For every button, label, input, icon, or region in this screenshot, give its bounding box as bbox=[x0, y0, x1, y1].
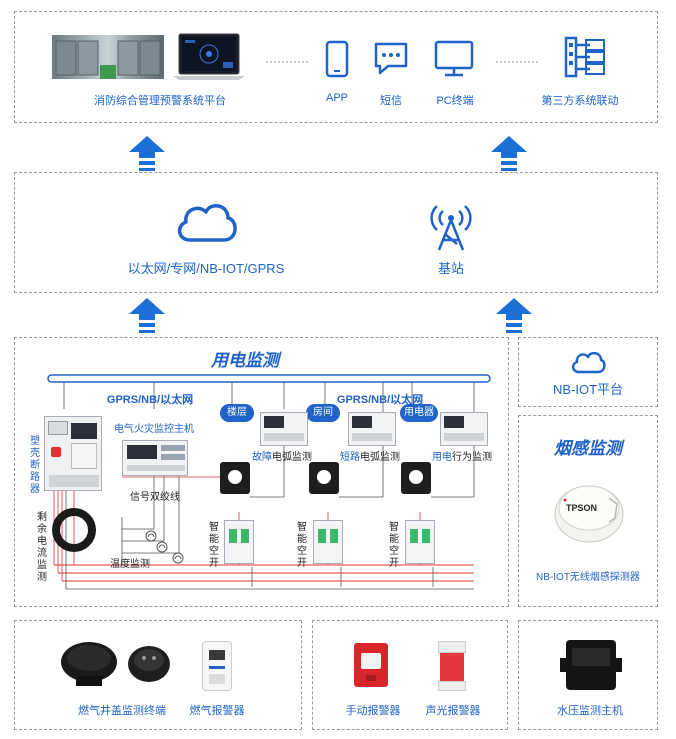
smart-switch bbox=[405, 520, 435, 564]
manual-alarm-device bbox=[354, 643, 388, 687]
server-room-photo bbox=[52, 35, 164, 79]
residual-label: 剩余电流监测 bbox=[36, 512, 48, 584]
current-transformer bbox=[309, 462, 339, 494]
message-icon bbox=[372, 40, 410, 76]
temp-sensor-icon bbox=[172, 552, 184, 564]
behavior-suffix: 行为监测 bbox=[452, 452, 492, 463]
short-arc-monitor bbox=[348, 412, 396, 446]
behavior-label: 用电行为监测 bbox=[432, 448, 492, 463]
gas-alarm-device bbox=[202, 641, 232, 691]
tag-room: 房间 bbox=[306, 404, 340, 422]
smart-switch-label: 智能空开 bbox=[208, 522, 220, 570]
laptop-icon bbox=[173, 32, 245, 82]
current-transformer bbox=[220, 462, 250, 494]
manual-alarm-label: 手动报警器 bbox=[338, 702, 408, 718]
monitor-icon bbox=[434, 40, 474, 78]
third-party-label: 第三方系统联动 bbox=[532, 92, 628, 108]
up-arrow-icon bbox=[129, 136, 165, 174]
breaker-label: 塑壳断路器 bbox=[29, 436, 41, 496]
up-arrow-icon bbox=[496, 298, 532, 336]
smoke-title: 烟感监测 bbox=[530, 434, 646, 459]
host-label: 电气火灾监控主机 bbox=[112, 420, 196, 435]
pc-label: PC终端 bbox=[428, 92, 482, 108]
up-arrow-icon bbox=[491, 136, 527, 174]
smoke-brand: TPSON bbox=[566, 503, 597, 513]
nbiot-label: NB-IOT平台 bbox=[538, 379, 638, 398]
fault-arc-monitor bbox=[260, 412, 308, 446]
mobile-phone-icon bbox=[325, 40, 349, 78]
base-station-label: 基站 bbox=[421, 258, 481, 277]
behavior-prefix: 用电 bbox=[432, 452, 452, 463]
platform-label: 消防综合管理预警系统平台 bbox=[78, 92, 242, 108]
smart-switch bbox=[224, 520, 254, 564]
sound-light-label: 声光报警器 bbox=[418, 702, 488, 718]
short-arc-prefix: 短路 bbox=[340, 452, 360, 463]
smart-switch-label: 智能空开 bbox=[296, 522, 308, 570]
system-link-icon bbox=[562, 34, 608, 80]
smart-switch-label: 智能空开 bbox=[388, 522, 400, 570]
dashed-connector bbox=[266, 60, 310, 64]
smoke-detector-label: NB-IOT无线烟感探测器 bbox=[522, 568, 654, 583]
well-label: 燃气井盖监测终端 bbox=[72, 702, 172, 718]
tag-floor: 楼层 bbox=[220, 404, 254, 422]
fault-arc-suffix: 电弧监测 bbox=[272, 452, 312, 463]
fault-arc-prefix: 故障 bbox=[252, 452, 272, 463]
short-arc-suffix: 电弧监测 bbox=[360, 452, 400, 463]
base-station-icon bbox=[429, 200, 473, 252]
temp-sensor-icon bbox=[156, 541, 168, 553]
dashed-connector bbox=[496, 60, 540, 64]
molded-case-breaker bbox=[44, 416, 102, 491]
twisted-pair-label: 信号双绞线 bbox=[130, 488, 180, 503]
short-arc-label: 短路电弧监测 bbox=[340, 448, 400, 463]
sound-light-alarm-device bbox=[438, 641, 466, 691]
cloud-icon bbox=[570, 350, 606, 376]
well-cover-terminal bbox=[58, 640, 120, 688]
tag-appliance: 用电器 bbox=[400, 404, 438, 422]
networks-label: 以太网/专网/NB-IOT/GPRS bbox=[106, 258, 306, 277]
well-cover-terminal bbox=[126, 642, 172, 686]
water-label: 水压监测主机 bbox=[548, 702, 632, 718]
behavior-monitor bbox=[440, 412, 488, 446]
water-pressure-host bbox=[566, 640, 616, 690]
fault-arc-label: 故障电弧监测 bbox=[252, 448, 312, 463]
up-arrow-icon bbox=[129, 298, 165, 336]
app-label: APP bbox=[318, 92, 356, 104]
sms-label: 短信 bbox=[371, 92, 411, 108]
cloud-icon bbox=[174, 200, 238, 246]
current-transformer bbox=[401, 462, 431, 494]
fire-monitoring-host bbox=[122, 440, 188, 476]
residual-current-transformer bbox=[52, 508, 96, 552]
bus-left-label: GPRS/NB/以太网 bbox=[100, 391, 200, 407]
smart-switch bbox=[313, 520, 343, 564]
temp-label: 温度监测 bbox=[110, 555, 150, 570]
gas-alarm-label: 燃气报警器 bbox=[182, 702, 252, 718]
